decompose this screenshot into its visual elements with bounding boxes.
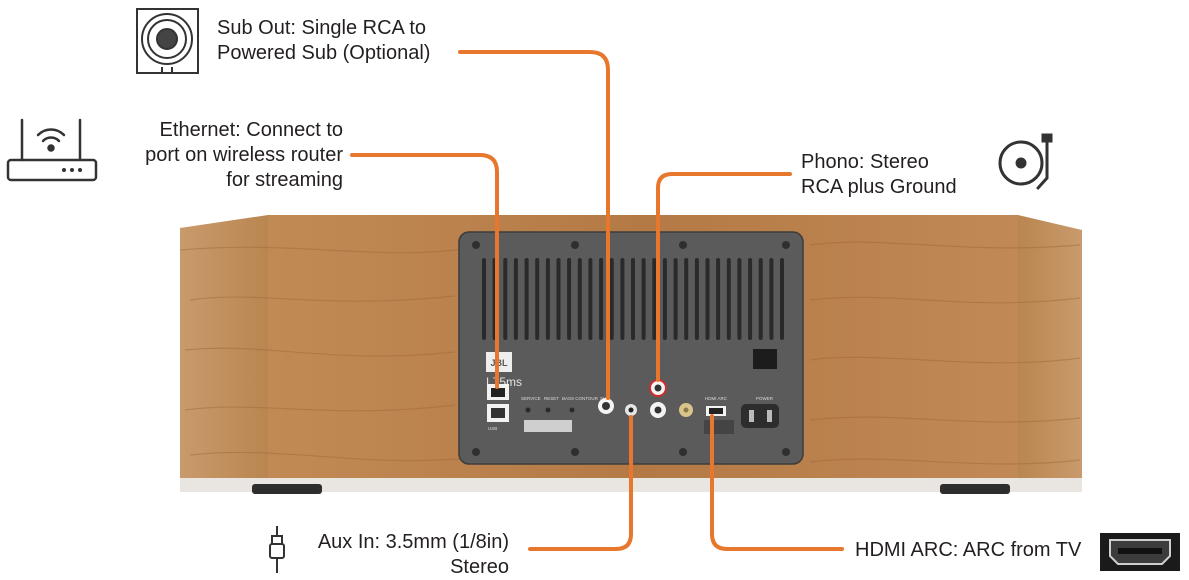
panel-screws	[472, 241, 790, 456]
vent-slot	[524, 258, 529, 340]
router-icon	[6, 118, 98, 182]
heatsink-vents	[482, 258, 784, 340]
hdmi-cable-icon	[1100, 533, 1180, 571]
vent-slot	[758, 258, 763, 340]
phono-jack-left[interactable]	[649, 379, 667, 397]
leader-hdmi	[710, 414, 844, 551]
vent-slot	[716, 258, 721, 340]
vent-slot	[535, 258, 540, 340]
aux-in-jack[interactable]	[625, 404, 637, 416]
ethernet-port[interactable]	[487, 384, 509, 400]
ethernet-line-3: for streaming	[226, 169, 343, 191]
hdmi-arc-line-1: HDMI ARC: ARC from TV	[855, 539, 1082, 561]
leader-aux-in	[528, 415, 633, 551]
certification-marks	[524, 420, 572, 432]
vent-slot	[556, 258, 561, 340]
aux-in-line-2: Stereo	[450, 556, 509, 578]
vent-slot	[705, 258, 710, 340]
vent-slot	[748, 258, 753, 340]
vent-slot	[545, 258, 550, 340]
ethernet-callout: Ethernet: Connect to port on wireless ro…	[145, 118, 343, 193]
power-switch[interactable]	[753, 349, 777, 369]
sub-out-line-2: Powered Sub (Optional)	[217, 42, 431, 64]
ground-post[interactable]	[679, 403, 693, 417]
service-label: SERVICE	[521, 396, 541, 401]
vent-slot	[609, 258, 614, 340]
vent-slot	[780, 258, 784, 340]
vent-slot	[737, 258, 742, 340]
sub-out-callout: Sub Out: Single RCA to Powered Sub (Opti…	[217, 16, 430, 66]
vent-slot	[503, 258, 508, 340]
sub-out-jack[interactable]	[598, 398, 614, 414]
phono-line-1: Phono: Stereo	[801, 151, 929, 173]
aux-plug-icon	[269, 526, 285, 573]
phono-callout: Phono: Stereo RCA plus Ground	[801, 150, 957, 200]
ethernet-line-2: port on wireless router	[145, 144, 343, 166]
vent-slot	[641, 258, 646, 340]
vent-slot	[662, 258, 667, 340]
leader-sub-out	[458, 50, 610, 400]
brand-text: JBL	[490, 358, 508, 368]
vent-slot	[726, 258, 731, 340]
vent-slot	[631, 258, 635, 340]
leader-lines	[350, 50, 844, 551]
vent-slot	[588, 258, 593, 340]
vent-slot	[599, 258, 604, 340]
service-buttons[interactable]	[525, 407, 575, 413]
turntable-icon	[998, 133, 1053, 190]
bass-contour-label: BASS CONTOUR	[562, 396, 599, 401]
vent-slot	[620, 258, 625, 340]
hdmi-arc-callout: HDMI ARC: ARC from TV	[855, 538, 1081, 563]
vent-slot	[684, 258, 689, 340]
aux-in-callout: Aux In: 3.5mm (1/8in) Stereo	[318, 530, 509, 580]
reset-label: RESET	[544, 396, 559, 401]
leader-ethernet	[350, 153, 499, 389]
vent-slot	[652, 258, 657, 340]
phono-line-2: RCA plus Ground	[801, 176, 957, 198]
usb-port[interactable]	[487, 404, 509, 422]
vent-slot	[577, 258, 582, 340]
wood-grain	[179, 241, 1081, 465]
vent-slot	[694, 258, 699, 340]
vent-slot	[482, 258, 486, 340]
vent-slot	[567, 258, 572, 340]
vent-slot	[673, 258, 678, 340]
phono-jack-right[interactable]	[650, 402, 666, 418]
power-inlet[interactable]	[741, 404, 779, 428]
back-panel: JBL L75ms SERVICE RESET BASS CONTOUR SUB…	[458, 231, 804, 465]
power-label: POWER	[756, 396, 774, 401]
ethernet-line-1: Ethernet: Connect to	[159, 119, 343, 141]
hdmi-arc-label: HDMI ARC	[705, 396, 728, 401]
vent-slot	[769, 258, 774, 340]
sub-out-line-1: Sub Out: Single RCA to	[217, 17, 427, 39]
vent-slot	[513, 258, 518, 340]
usb-label: USB	[488, 426, 497, 431]
cabinet-left-side	[180, 215, 268, 486]
subwoofer-icon	[136, 8, 199, 74]
leader-phono	[656, 172, 792, 382]
cabinet-right-side	[1018, 215, 1082, 486]
aux-in-line-1: Aux In: 3.5mm (1/8in)	[317, 531, 509, 553]
